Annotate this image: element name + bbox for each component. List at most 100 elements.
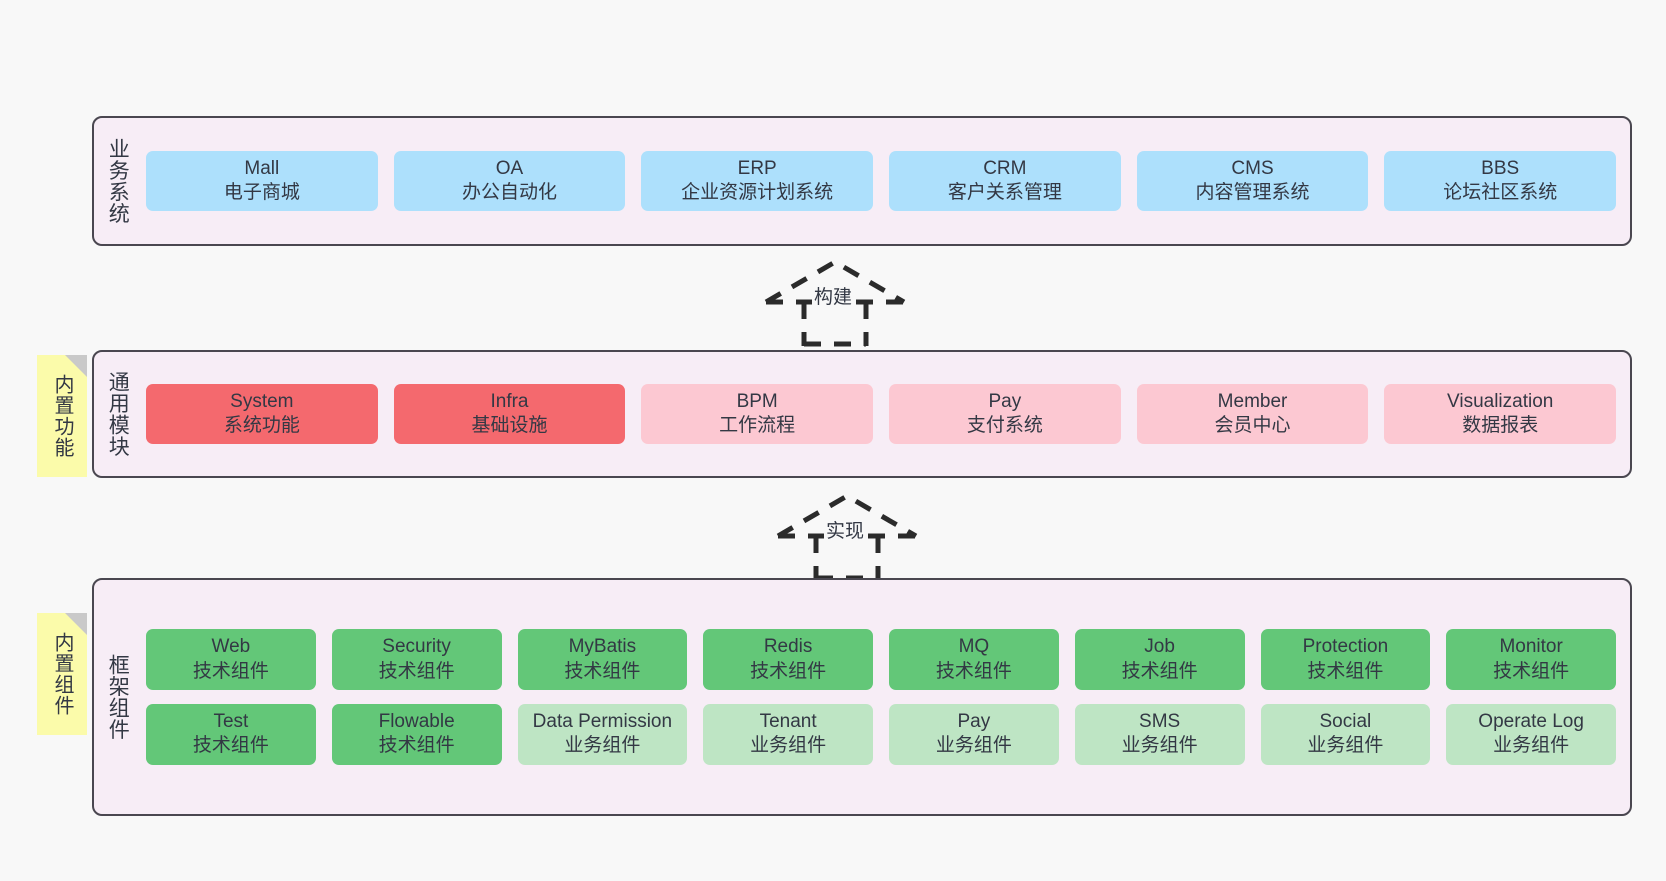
node-monitor[interactable]: Monitor 技术组件 [1446, 629, 1616, 690]
node-sub: 电子商城 [223, 182, 300, 203]
node-name: Web [211, 636, 251, 658]
node-name: CMS [1231, 157, 1274, 179]
node-pay[interactable]: Pay 支付系统 [889, 383, 1121, 445]
connector-implement-label: 实现 [824, 516, 867, 543]
note-label: 内置功能 [51, 374, 73, 458]
node-system[interactable]: System 系统功能 [146, 383, 378, 445]
node-sub: 技术组件 [750, 660, 827, 682]
note-label: 内置组件 [51, 632, 73, 716]
node-security[interactable]: Security 技术组件 [331, 629, 502, 690]
connector-implement: 实现 [772, 490, 922, 581]
layer-title-framework-component: 框架组件 [106, 654, 130, 740]
node-name: ERP [737, 157, 777, 179]
node-oa[interactable]: OA 办公自动化 [393, 150, 626, 212]
node-sub: 工作流程 [719, 415, 796, 436]
node-flowable[interactable]: Flowable 技术组件 [331, 704, 502, 765]
node-sub: 业务组件 [1121, 735, 1198, 757]
node-data-permission[interactable]: Data Permission 业务组件 [517, 704, 688, 765]
node-name: Tenant [759, 711, 817, 732]
node-name: MyBatis [568, 636, 637, 658]
node-redis[interactable]: Redis 技术组件 [703, 629, 873, 690]
layer-title-common-module: 通用模块 [106, 371, 130, 457]
node-erp[interactable]: ERP 企业资源计划系统 [641, 150, 874, 212]
node-name: Security [382, 636, 451, 658]
node-name: Test [213, 711, 249, 732]
node-name: CRM [983, 157, 1027, 179]
connector-build: 构建 [760, 256, 910, 347]
node-bbs[interactable]: BBS 论坛社区系统 [1384, 150, 1617, 212]
layer-common-module: 通用模块 System 系统功能 Infra 基础设施 BPM 工作流程 Pay… [92, 350, 1632, 478]
node-name: System [230, 390, 294, 412]
node-name: MQ [958, 636, 990, 658]
node-protection[interactable]: Protection 技术组件 [1260, 629, 1431, 690]
layer-body-common-module: System 系统功能 Infra 基础设施 BPM 工作流程 Pay 支付系统… [140, 352, 1630, 476]
node-sub: 企业资源计划系统 [681, 182, 834, 203]
node-pay-component[interactable]: Pay 业务组件 [889, 704, 1059, 765]
node-sub: 业务组件 [564, 735, 641, 757]
node-sub: 系统功能 [223, 415, 300, 436]
note-builtin-function: 内置功能 [37, 355, 87, 477]
node-crm[interactable]: CRM 客户关系管理 [889, 150, 1121, 212]
note-fold-icon [65, 613, 87, 635]
node-sub: 业务组件 [1307, 735, 1384, 757]
node-sub: 技术组件 [564, 660, 641, 682]
node-mybatis[interactable]: MyBatis 技术组件 [517, 629, 688, 690]
node-sub: 办公自动化 [462, 182, 558, 203]
layer-row: Web 技术组件 Security 技术组件 MyBatis 技术组件 Redi… [146, 629, 1616, 690]
node-sms[interactable]: SMS 业务组件 [1074, 704, 1245, 765]
node-sub: 技术组件 [192, 660, 269, 682]
node-member[interactable]: Member 会员中心 [1136, 383, 1369, 445]
node-bpm[interactable]: BPM 工作流程 [641, 383, 874, 445]
layer-body-business-system: Mall 电子商城 OA 办公自动化 ERP 企业资源计划系统 CRM 客户关系… [140, 118, 1630, 244]
node-sub: 客户关系管理 [947, 182, 1062, 203]
node-sub: 业务组件 [935, 735, 1012, 757]
node-social[interactable]: Social 业务组件 [1260, 704, 1431, 765]
node-web[interactable]: Web 技术组件 [146, 629, 316, 690]
layer-row: System 系统功能 Infra 基础设施 BPM 工作流程 Pay 支付系统… [146, 383, 1617, 445]
node-sub: 业务组件 [1493, 735, 1570, 757]
node-mq[interactable]: MQ 技术组件 [889, 629, 1059, 690]
node-name: Infra [490, 390, 529, 412]
node-name: Visualization [1447, 390, 1554, 412]
node-sub: 基础设施 [471, 415, 548, 436]
node-operate-log[interactable]: Operate Log 业务组件 [1446, 704, 1616, 765]
node-test[interactable]: Test 技术组件 [146, 704, 316, 765]
connector-build-label: 构建 [812, 282, 855, 309]
node-sub: 技术组件 [1121, 660, 1198, 682]
node-mall[interactable]: Mall 电子商城 [146, 150, 378, 212]
node-tenant[interactable]: Tenant 业务组件 [703, 704, 873, 765]
layer-title-business-system: 业务系统 [106, 138, 130, 224]
node-sub: 技术组件 [192, 735, 269, 757]
layer-row: Mall 电子商城 OA 办公自动化 ERP 企业资源计划系统 CRM 客户关系… [146, 150, 1617, 212]
note-fold-icon [65, 355, 87, 377]
node-name: BBS [1481, 157, 1520, 179]
layer-business-system: 业务系统 Mall 电子商城 OA 办公自动化 ERP 企业资源计划系统 CRM… [92, 116, 1632, 246]
node-sub: 论坛社区系统 [1443, 182, 1558, 203]
node-sub: 会员中心 [1214, 415, 1291, 436]
layer-body-framework-component: Web 技术组件 Security 技术组件 MyBatis 技术组件 Redi… [140, 580, 1630, 814]
node-sub: 技术组件 [935, 660, 1012, 682]
node-name: Member [1217, 390, 1288, 412]
node-name: Mall [244, 157, 280, 179]
node-sub: 数据报表 [1462, 415, 1539, 436]
layer-row: Test 技术组件 Flowable 技术组件 Data Permission … [146, 704, 1616, 765]
node-sub: 技术组件 [378, 660, 455, 682]
node-sub: 支付系统 [966, 415, 1043, 436]
node-name: Protection [1302, 636, 1389, 658]
node-name: Pay [988, 390, 1022, 412]
node-sub: 技术组件 [378, 735, 455, 757]
node-cms[interactable]: CMS 内容管理系统 [1136, 150, 1369, 212]
node-name: Data Permission [532, 711, 673, 732]
node-name: Monitor [1499, 636, 1563, 658]
note-builtin-component: 内置组件 [37, 613, 87, 735]
node-sub: 业务组件 [750, 735, 827, 757]
node-name: OA [495, 157, 524, 179]
node-name: Flowable [378, 711, 455, 732]
node-visualization[interactable]: Visualization 数据报表 [1384, 383, 1617, 445]
node-infra[interactable]: Infra 基础设施 [393, 383, 626, 445]
node-job[interactable]: Job 技术组件 [1074, 629, 1245, 690]
node-sub: 技术组件 [1307, 660, 1384, 682]
node-name: Pay [957, 711, 991, 732]
layer-framework-component: 框架组件 Web 技术组件 Security 技术组件 MyBatis 技术组件… [92, 578, 1632, 816]
